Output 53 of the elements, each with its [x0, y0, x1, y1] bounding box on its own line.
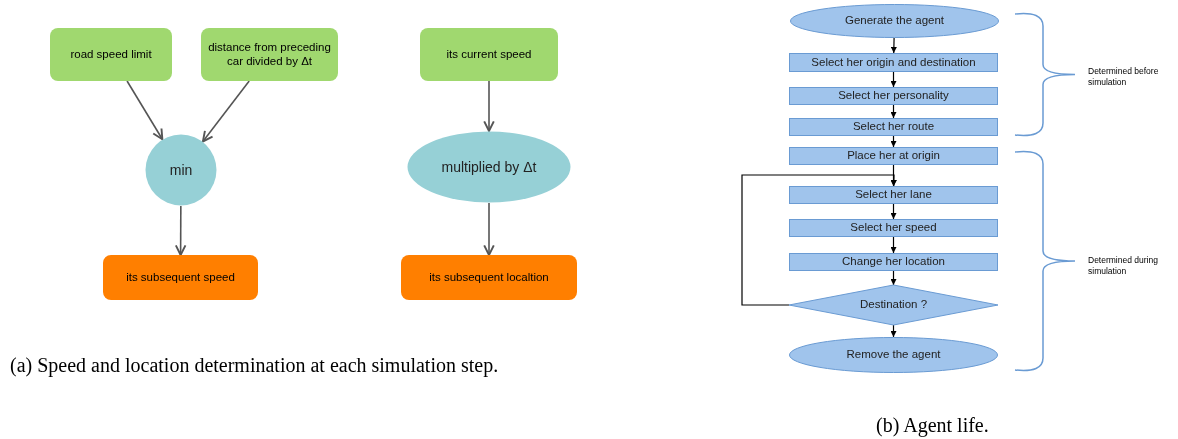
process-box	[789, 253, 998, 271]
node-text: multiplied by Δt	[441, 158, 537, 176]
process-box	[789, 219, 998, 237]
arrow	[741, 174, 897, 306]
terminal-ellipse	[789, 337, 998, 373]
arrow	[483, 202, 495, 256]
process-box	[789, 147, 998, 165]
node-text: distance from preceding car divided by Δt	[207, 41, 332, 68]
node-text: its subsequent speed	[126, 270, 235, 285]
output-box	[401, 255, 577, 300]
node-text: Select her origin and destination	[811, 55, 976, 70]
output-box	[103, 255, 258, 300]
node-text: Select her lane	[855, 188, 932, 202]
arrow	[890, 71, 897, 88]
operation-circle	[145, 134, 217, 206]
node-text: Generate the agent	[844, 14, 945, 28]
figure-caption: (b) Agent life.	[876, 413, 990, 439]
process-box	[789, 118, 998, 136]
input-box	[50, 28, 172, 81]
arrow	[890, 324, 897, 338]
node-text: road speed limit	[70, 47, 152, 62]
node-text: min	[169, 161, 193, 179]
terminal-ellipse	[790, 4, 999, 38]
input-box	[420, 28, 558, 81]
arrow	[890, 236, 897, 254]
node-text: its subsequent localtion	[429, 270, 549, 285]
process-box	[789, 53, 998, 72]
node-text: Select her speed	[850, 221, 937, 235]
node-text: Place her at origin	[847, 149, 940, 163]
figure-caption: (a) Speed and location determination at each simulation step.	[10, 353, 500, 379]
arrow	[890, 203, 897, 220]
arrow	[890, 37, 897, 54]
arrow	[890, 135, 897, 148]
arrow	[174, 205, 187, 256]
node-text: Destination ?	[859, 298, 928, 312]
arrow	[126, 80, 164, 141]
process-box	[789, 87, 998, 105]
arrow	[201, 80, 250, 143]
input-box	[201, 28, 338, 81]
node-text: Select her route	[852, 120, 935, 134]
node-text: Select her personality	[838, 89, 949, 103]
node-text: Change her location	[842, 255, 945, 269]
side-note: Determined before simulation	[1088, 66, 1160, 89]
arrow	[483, 80, 495, 132]
node-text: its current speed	[446, 47, 532, 62]
process-box	[789, 186, 998, 204]
arrow	[890, 164, 897, 187]
decision-diamond	[789, 285, 998, 325]
operation-ellipse	[407, 131, 571, 203]
side-note: Determined during simulation	[1088, 255, 1159, 278]
node-text: Remove the agent	[846, 348, 941, 362]
arrow	[890, 104, 897, 119]
arrow	[890, 270, 897, 286]
